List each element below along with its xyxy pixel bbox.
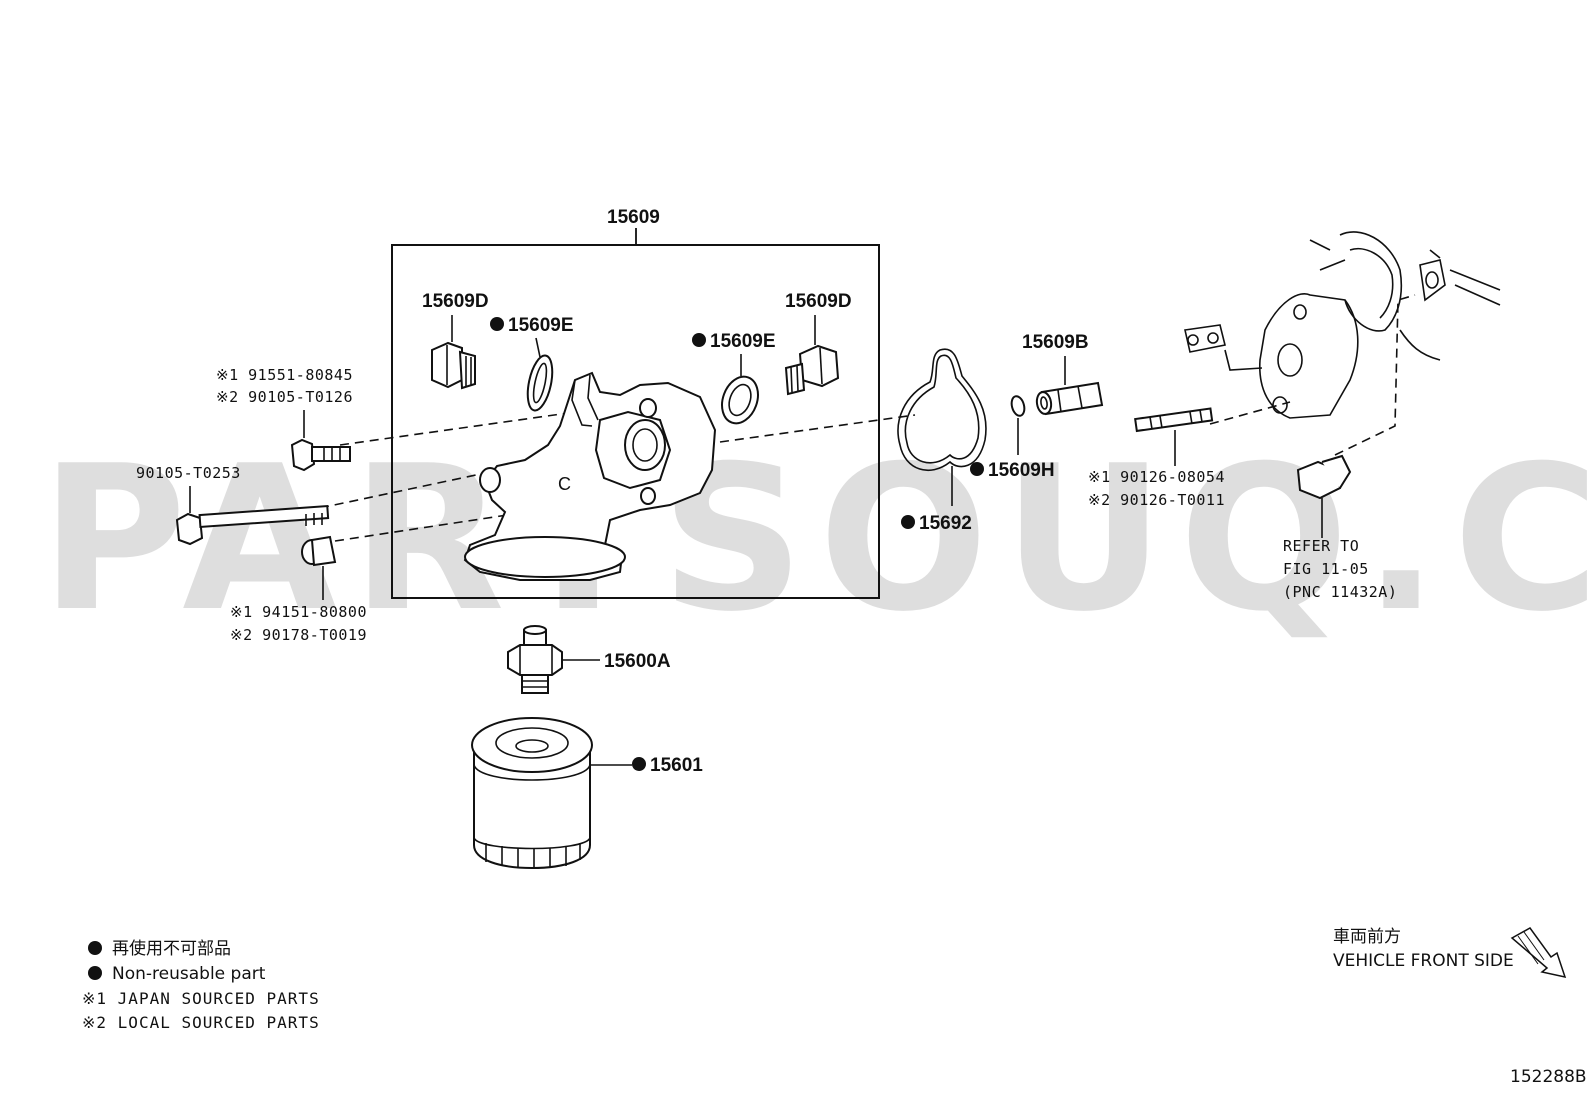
refer-line-1: REFER TO xyxy=(1283,537,1359,555)
legend-japan-sourced: ※1 JAPAN SOURCED PARTS xyxy=(82,989,320,1008)
legend-non-reusable-en: Non-reusable part xyxy=(112,964,266,984)
refer-line-3[interactable]: (PNC 11432A) xyxy=(1283,583,1397,601)
legend-non-reusable-jp: 再使用不可部品 xyxy=(112,938,231,959)
label-assy-15609[interactable]: 15609 xyxy=(607,207,660,228)
engine-block-reference xyxy=(1184,231,1501,419)
oil-filter-bracket[interactable]: C xyxy=(463,371,717,581)
plug-left-15609d[interactable] xyxy=(431,341,476,390)
label-collar-1[interactable]: ※1 94151-80800 xyxy=(230,603,367,621)
oil-filter-15601[interactable] xyxy=(471,717,593,870)
label-bolt-top-2[interactable]: ※2 90105-T0126 xyxy=(216,388,353,406)
label-15601[interactable]: 15601 xyxy=(650,755,703,776)
non-reusable-dot-15601 xyxy=(632,757,646,771)
label-15609d-left[interactable]: 15609D xyxy=(422,291,489,312)
label-bolt-top-1[interactable]: ※1 91551-80845 xyxy=(216,366,353,384)
bolt-long[interactable] xyxy=(175,505,330,546)
non-reusable-dot-15609e-left xyxy=(490,317,504,331)
plug-right-15609d[interactable] xyxy=(784,344,840,396)
refer-line-2: FIG 11-05 xyxy=(1283,560,1369,578)
front-arrow-icon xyxy=(1510,927,1567,979)
legend-dot-jp xyxy=(88,941,102,955)
non-reusable-dot-15692 xyxy=(901,515,915,529)
gasket-right-15609e[interactable] xyxy=(716,372,764,429)
direction-jp: 車両前方 xyxy=(1333,927,1401,947)
oring-15609h[interactable] xyxy=(1010,395,1027,417)
legend-dot-en xyxy=(88,966,102,980)
label-15609h[interactable]: 15609H xyxy=(988,460,1055,481)
cover-gasket-15692[interactable] xyxy=(897,348,987,472)
direction-en: VEHICLE FRONT SIDE xyxy=(1333,951,1514,971)
drain-plug-reference[interactable] xyxy=(1296,454,1352,500)
gasket-left-15609e[interactable] xyxy=(523,353,556,412)
label-collar-2[interactable]: ※2 90178-T0019 xyxy=(230,626,367,644)
label-15600a[interactable]: 15600A xyxy=(604,651,671,672)
legend: 再使用不可部品 Non-reusable part ※1 JAPAN SOURC… xyxy=(82,938,320,1032)
legend-local-sourced: ※2 LOCAL SOURCED PARTS xyxy=(82,1013,320,1032)
non-reusable-dot-15609h xyxy=(970,462,984,476)
vehicle-front-indicator: 車両前方 VEHICLE FRONT SIDE xyxy=(1333,927,1567,979)
label-15609b[interactable]: 15609B xyxy=(1022,332,1089,353)
stud-bolt[interactable] xyxy=(1134,407,1214,433)
label-15609d-right[interactable]: 15609D xyxy=(785,291,852,312)
non-reusable-dot-15609e-right xyxy=(692,333,706,347)
svg-text:C: C xyxy=(558,474,571,494)
label-15609e-right[interactable]: 15609E xyxy=(710,331,776,352)
label-15692[interactable]: 15692 xyxy=(919,513,972,534)
union-bolt-15600a[interactable] xyxy=(507,625,563,694)
bolt-flange-top[interactable] xyxy=(290,438,351,472)
union-15609b[interactable] xyxy=(1035,381,1104,416)
assembly-box xyxy=(391,228,880,599)
label-15609e-left[interactable]: 15609E xyxy=(508,315,574,336)
label-stud-2[interactable]: ※2 90126-T0011 xyxy=(1088,491,1225,509)
figure-id: 152288B xyxy=(1510,1067,1587,1087)
label-bolt-long[interactable]: 90105-T0253 xyxy=(136,464,241,482)
collar[interactable] xyxy=(301,535,337,567)
label-stud-1[interactable]: ※1 90126-08054 xyxy=(1088,468,1225,486)
